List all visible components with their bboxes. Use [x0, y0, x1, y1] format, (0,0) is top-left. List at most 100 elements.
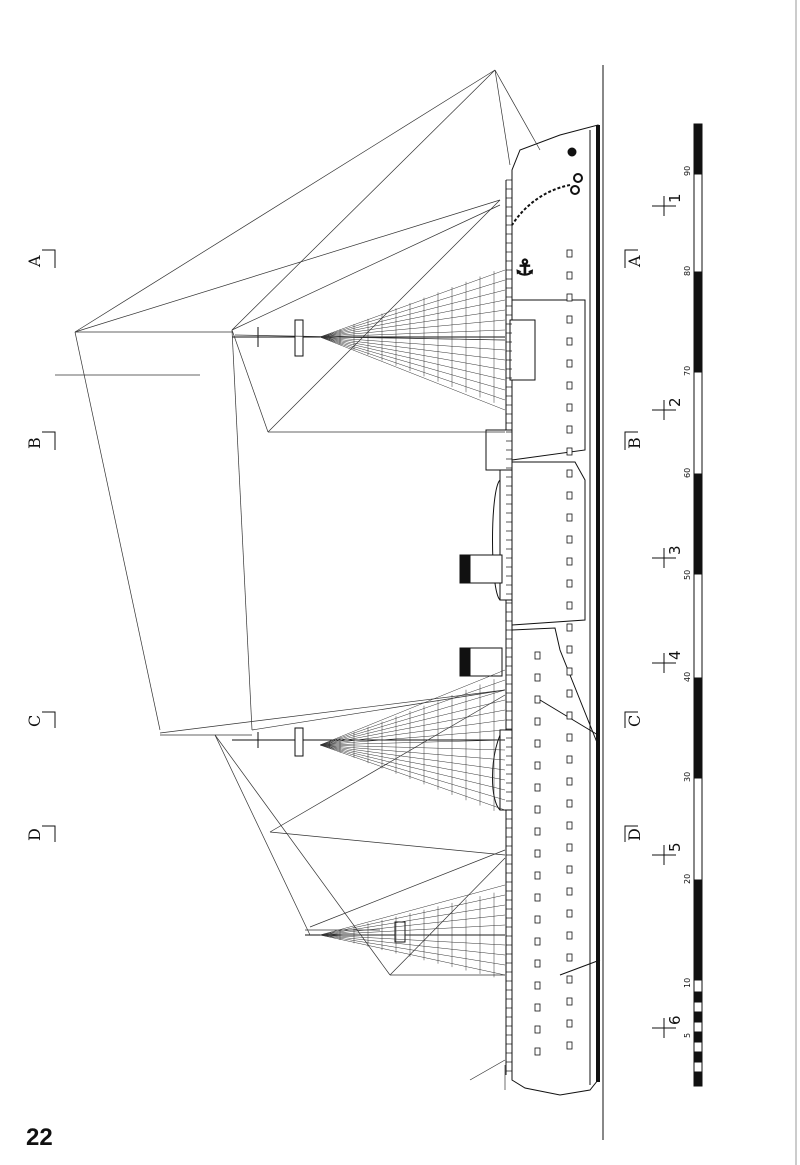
scale-label-40: 40	[683, 672, 692, 682]
shroud-line	[319, 269, 506, 338]
page-number: 22	[26, 1124, 53, 1151]
shroud-line	[319, 319, 506, 338]
shroud-line	[319, 336, 506, 351]
porthole	[566, 733, 573, 742]
section-d-bottom-label: D	[625, 828, 644, 841]
shroud-line	[319, 934, 506, 976]
scale-label-10: 10	[683, 978, 692, 988]
shroud-line	[319, 336, 506, 361]
shroud-line	[319, 719, 506, 746]
shroud-line	[319, 884, 506, 936]
porthole	[566, 931, 573, 940]
shroud-line	[319, 699, 506, 746]
shroud-line	[319, 744, 506, 811]
shroud-line	[319, 744, 506, 771]
shroud-line	[319, 336, 506, 391]
porthole	[566, 887, 573, 896]
porthole	[534, 937, 541, 946]
porthole	[566, 799, 573, 808]
porthole	[566, 535, 573, 544]
shroud-line	[319, 679, 506, 746]
porthole	[566, 337, 573, 346]
porthole	[534, 1025, 541, 1034]
porthole	[566, 755, 573, 764]
shroud-line	[319, 709, 506, 746]
shroud-line	[319, 279, 506, 338]
shroud-line	[319, 299, 506, 338]
scale-label-50: 50	[683, 570, 692, 580]
porthole	[566, 1041, 573, 1050]
masts	[232, 319, 505, 943]
porthole	[566, 249, 573, 258]
porthole	[566, 953, 573, 962]
station-5-label: 5	[666, 842, 684, 852]
porthole	[566, 557, 573, 566]
porthole	[534, 761, 541, 770]
section-b-top-label: B	[25, 437, 44, 449]
porthole	[566, 1019, 573, 1028]
porthole	[566, 975, 573, 984]
scale-label-30: 30	[683, 772, 692, 782]
porthole	[534, 871, 541, 880]
scale-label-80: 80	[683, 266, 692, 276]
shroud-line	[319, 934, 506, 946]
porthole	[534, 739, 541, 748]
shroud-line	[319, 309, 506, 338]
bow-detail: ⚓	[511, 147, 583, 282]
porthole	[566, 403, 573, 412]
shroud-line	[319, 336, 506, 371]
deckhouses	[485, 319, 536, 811]
deck-rail	[506, 179, 512, 1072]
shroud-line	[319, 739, 506, 746]
porthole	[534, 893, 541, 902]
shroud-line	[319, 329, 506, 338]
porthole	[534, 805, 541, 814]
anchor-icon: ⚓	[515, 256, 535, 281]
porthole	[566, 513, 573, 522]
section-a-top-label: A	[25, 255, 44, 268]
shroud-line	[319, 689, 506, 746]
station-markers	[652, 196, 676, 1038]
shroud-line	[319, 914, 506, 936]
shroud-line	[319, 669, 506, 746]
porthole	[566, 689, 573, 698]
porthole	[566, 909, 573, 918]
scale-label-90: 90	[683, 166, 692, 176]
porthole	[566, 997, 573, 1006]
shroud-line	[319, 934, 506, 966]
scale-label-60: 60	[683, 468, 692, 478]
porthole	[534, 695, 541, 704]
station-2-label: 2	[666, 397, 684, 407]
porthole	[566, 579, 573, 588]
shroud-line	[319, 924, 506, 936]
shroud-line	[319, 894, 506, 936]
scale-bar	[693, 123, 703, 1087]
porthole	[566, 447, 573, 456]
porthole	[534, 981, 541, 990]
section-a-bottom-label: A	[625, 255, 644, 268]
section-c-top-label: C	[25, 715, 44, 727]
porthole	[566, 315, 573, 324]
porthole	[566, 601, 573, 610]
station-4-label: 4	[666, 650, 684, 660]
porthole	[566, 469, 573, 478]
shroud-line	[319, 904, 506, 936]
shroud-line	[319, 934, 506, 956]
station-3-label: 3	[666, 545, 684, 555]
porthole	[566, 667, 573, 676]
porthole	[566, 359, 573, 368]
rigging	[55, 69, 541, 1090]
shroud-line	[319, 744, 506, 751]
scale-label-5: 5	[683, 1033, 692, 1038]
portholes	[534, 249, 573, 1056]
porthole	[534, 673, 541, 682]
porthole	[566, 491, 573, 500]
porthole	[566, 293, 573, 302]
porthole	[566, 425, 573, 434]
shroud-line	[319, 744, 506, 791]
shroud-line	[319, 729, 506, 746]
porthole	[534, 915, 541, 924]
porthole	[566, 865, 573, 874]
porthole	[566, 843, 573, 852]
